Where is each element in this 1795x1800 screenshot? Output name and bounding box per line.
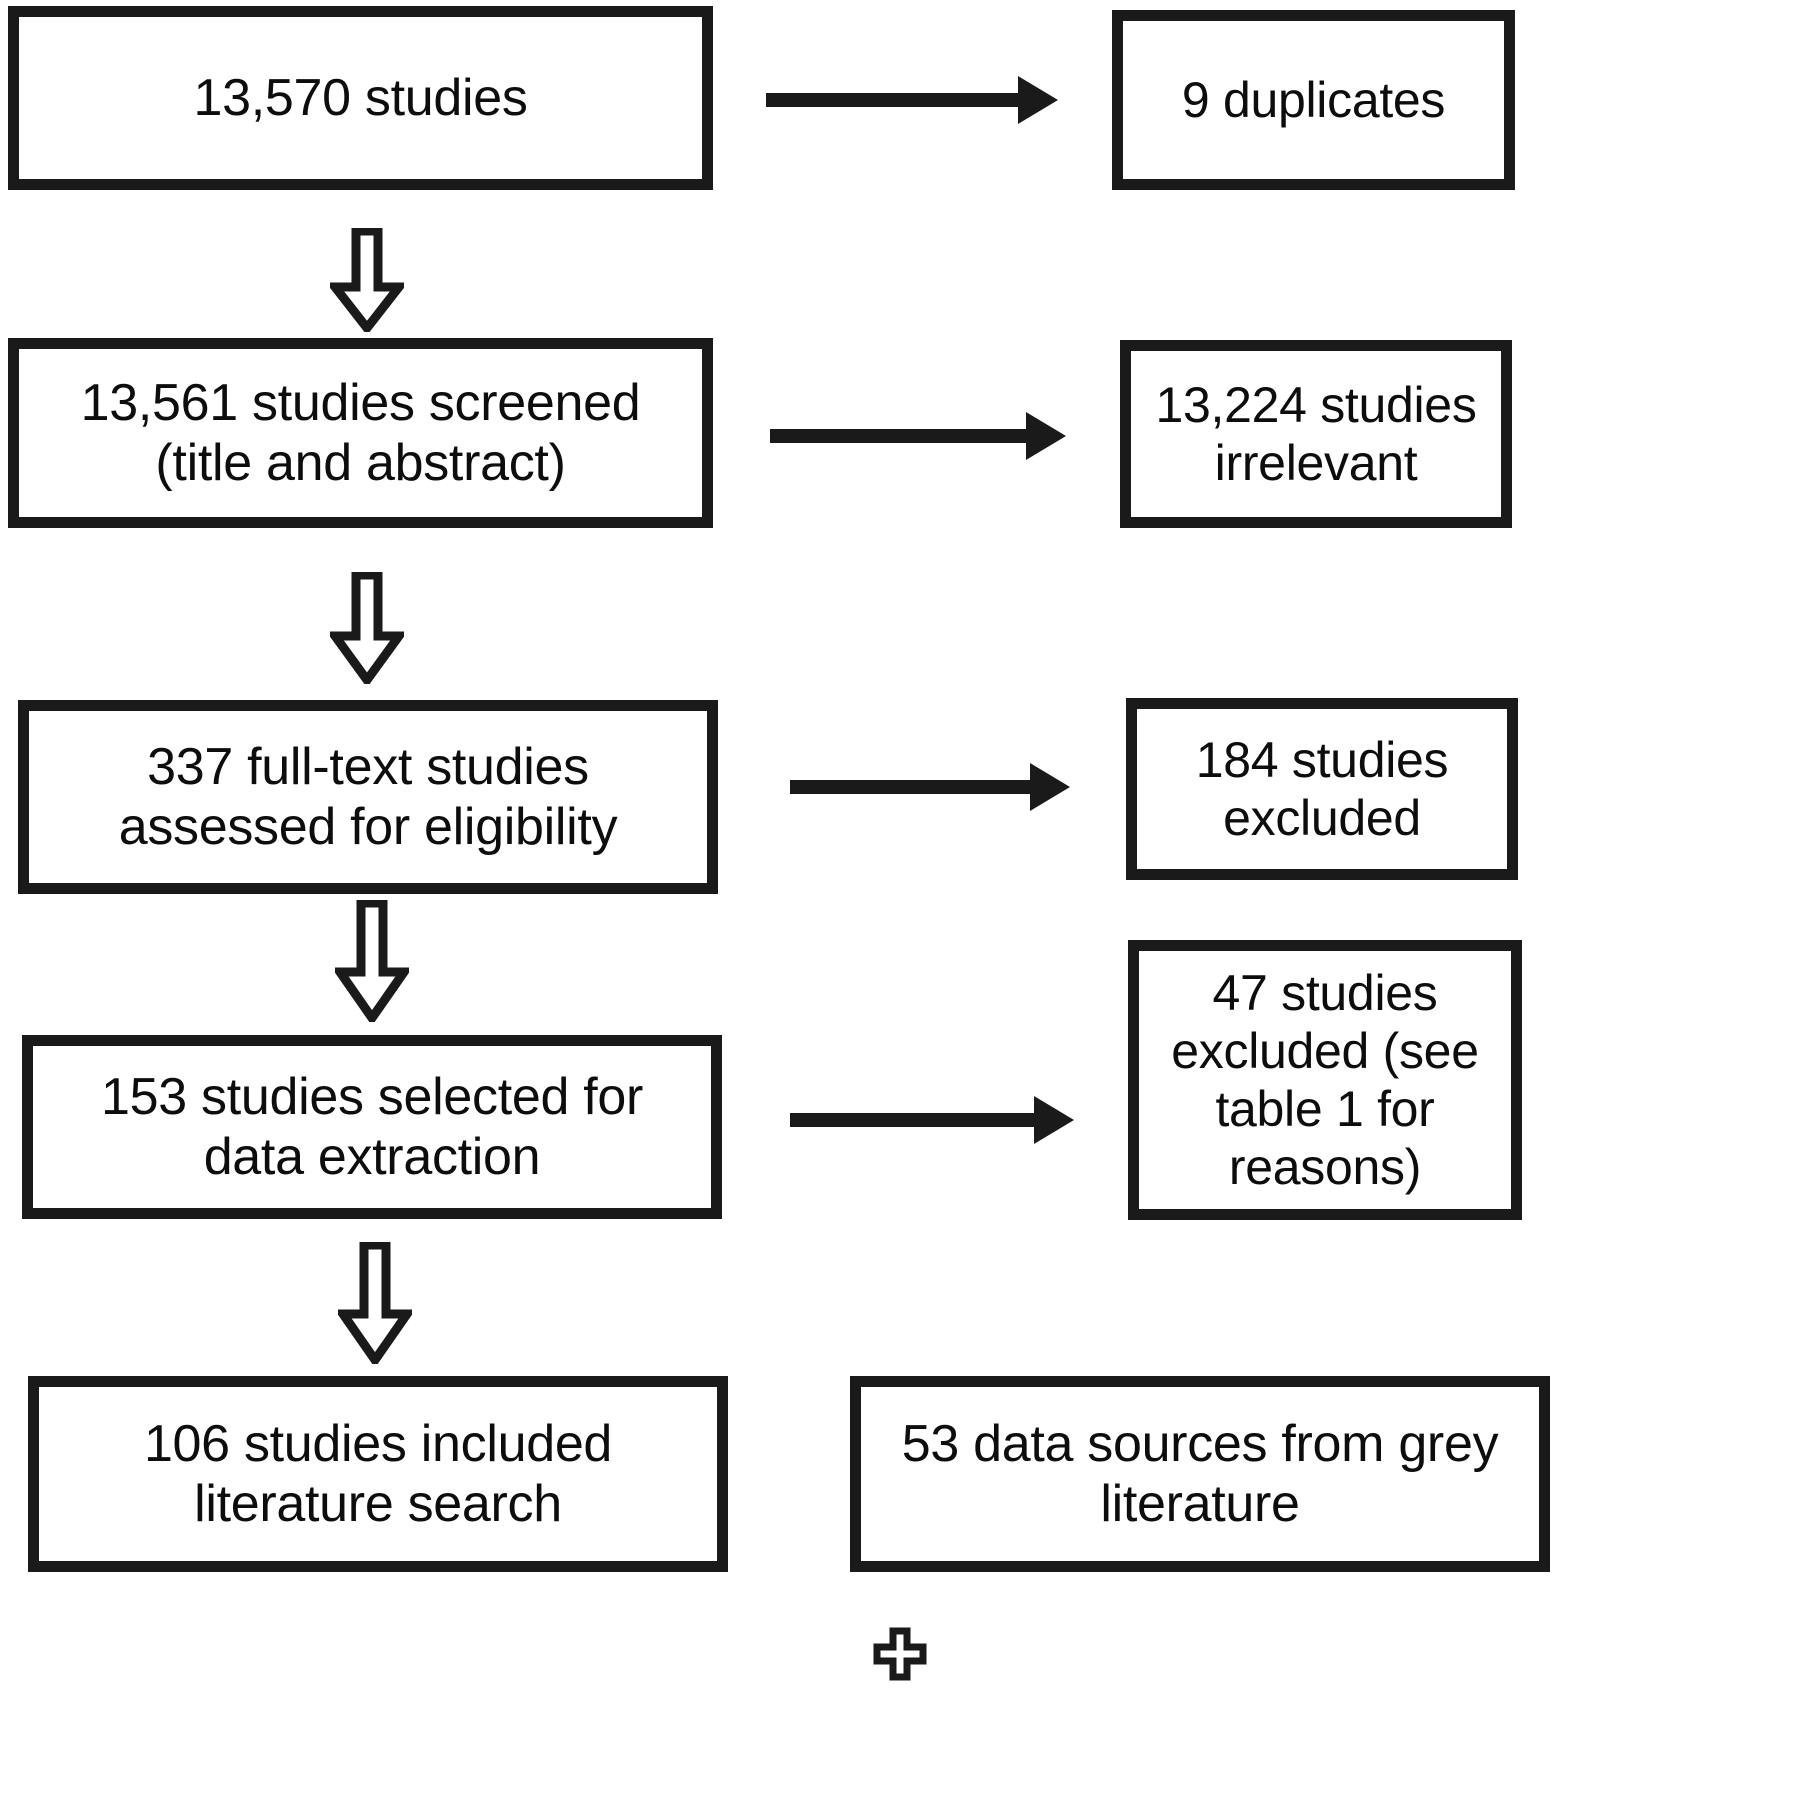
node-fulltext-assessed-label: 337 full-text studies assessed for eligi… [118, 737, 618, 856]
node-duplicates: 9 duplicates [1112, 10, 1515, 190]
node-studies-screened: 13,561 studies screened (title and abstr… [8, 338, 713, 528]
down-arrow-1-icon [330, 228, 404, 332]
arrow-head [1026, 412, 1066, 460]
down-arrow-2-icon [330, 572, 404, 684]
node-studies-screened-label: 13,561 studies screened (title and abstr… [80, 373, 641, 492]
node-studies-included-label: 106 studies included literature search [143, 1414, 613, 1533]
arrow-shaft [766, 93, 1018, 107]
down-arrow-3-icon [335, 900, 409, 1022]
arrow-head [1034, 1096, 1074, 1144]
node-studies-irrelevant: 13,224 studies irrelevant [1120, 340, 1512, 528]
node-studies-excluded-184: 184 studies excluded [1126, 698, 1518, 880]
node-studies-excluded-184-label: 184 studies excluded [1195, 732, 1449, 846]
down-arrow-4-icon [338, 1242, 412, 1364]
node-studies-identified-label: 13,570 studies [193, 68, 528, 127]
node-grey-literature-label: 53 data sources from grey literature [901, 1414, 1499, 1533]
node-grey-literature: 53 data sources from grey literature [850, 1376, 1550, 1572]
node-studies-selected: 153 studies selected for data extraction [22, 1035, 722, 1219]
node-studies-irrelevant-label: 13,224 studies irrelevant [1155, 377, 1477, 491]
node-studies-selected-label: 153 studies selected for data extraction [100, 1067, 644, 1186]
node-studies-excluded-47-label: 47 studies excluded (see table 1 for rea… [1171, 965, 1479, 1195]
arrow-shaft [770, 429, 1026, 443]
arrow-shaft [790, 780, 1030, 794]
node-studies-included: 106 studies included literature search [28, 1376, 728, 1572]
arrow-head [1030, 763, 1070, 811]
arrow-head [1018, 76, 1058, 124]
node-studies-identified: 13,570 studies [8, 6, 713, 190]
node-studies-excluded-47: 47 studies excluded (see table 1 for rea… [1128, 940, 1522, 1220]
node-fulltext-assessed: 337 full-text studies assessed for eligi… [18, 700, 718, 894]
node-duplicates-label: 9 duplicates [1181, 72, 1446, 128]
arrow-shaft [790, 1113, 1034, 1127]
plus-icon [872, 1626, 928, 1682]
